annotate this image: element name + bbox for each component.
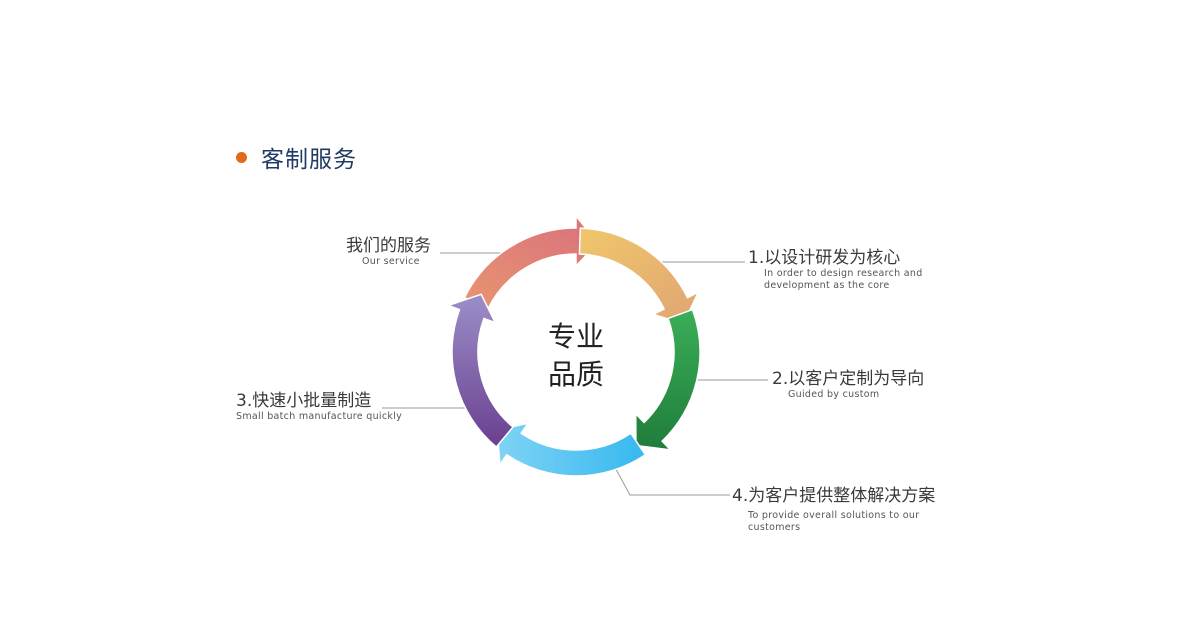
item3-en-label: Small batch manufacture quickly [236,411,403,422]
service-en-label: Our service [362,256,420,267]
item4-cn-label: 4.为客户提供整体解决方案 [732,486,936,506]
section-title: 客制服务 [261,147,357,173]
item4-en-label-1: To provide overall solutions to our [748,510,920,521]
item2-en-label: Guided by custom [788,389,880,400]
center-line-1: 专业 [547,320,604,353]
center-line-2: 品质 [547,358,604,391]
arrow-segment-yellow-icon [578,227,700,325]
label-item2: 2.以客户定制为导向 Guided by custom [772,369,924,401]
item3-cn-label: 3.快速小批量制造 [236,391,372,411]
item2-cn-label: 2.以客户定制为导向 [772,369,925,389]
arrow-segment-green-icon [634,308,701,451]
label-our-service: 我们的服务 Our service [346,236,431,268]
arrow-segment-purple-icon [445,293,515,449]
item1-en-label-2: development as the core [764,280,890,291]
leader-line-item4 [611,461,730,496]
arrow-segment-blue-icon [496,422,647,477]
leader-lines [382,252,768,496]
section-header: 客制服务 [236,142,357,173]
cycle-ring [445,213,701,477]
service-cn-label: 我们的服务 [346,236,431,256]
label-item1: 1.以设计研发为核心 In order to design research a… [748,248,923,292]
item4-en-label-2: customers [748,522,801,533]
label-item4: 4.为客户提供整体解决方案 To provide overall solutio… [732,486,935,534]
bullet-dot-icon [236,151,247,163]
arrow-segment-red-icon [463,213,599,311]
label-item3: 3.快速小批量制造 Small batch manufacture quickl… [236,391,402,423]
item1-cn-label: 1.以设计研发为核心 [748,248,901,268]
center-label: 专业 品质 [530,318,622,394]
item1-en-label-1: In order to design research and [764,268,923,279]
